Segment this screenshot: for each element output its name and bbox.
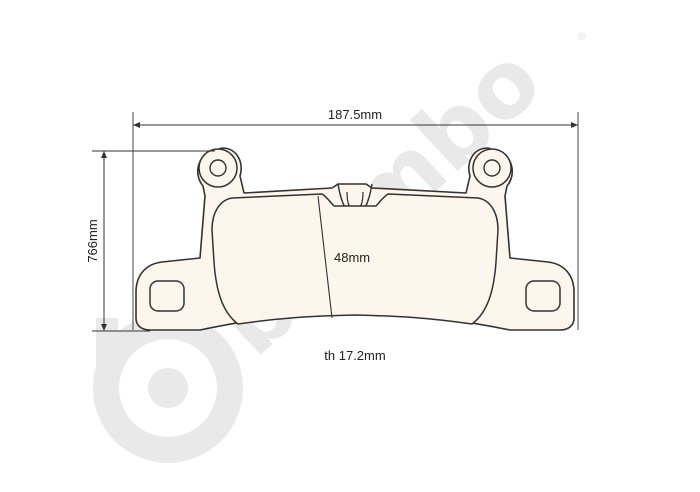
right-slot [525, 280, 561, 312]
friction-slot-line [317, 195, 333, 319]
inner-dimension-label: 48mm [334, 250, 370, 265]
right-mounting-ear [472, 148, 512, 188]
thickness-label: th 17.2mm [324, 348, 385, 363]
height-dimension: 766mm [85, 150, 215, 332]
brembo-logo-icon [93, 313, 243, 463]
left-slot [149, 280, 185, 312]
left-mounting-ear [198, 148, 238, 188]
registered-mark: ® [576, 30, 587, 43]
width-dimension: 187.5mm [132, 107, 579, 330]
brake-pad [135, 147, 575, 331]
width-label: 187.5mm [328, 107, 382, 122]
friction-material [211, 193, 499, 325]
height-label: 766mm [85, 219, 100, 262]
